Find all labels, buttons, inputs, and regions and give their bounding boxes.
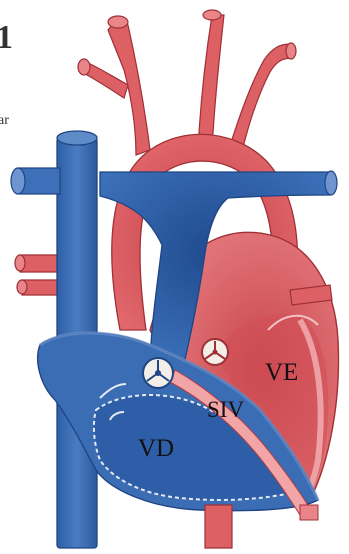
descending-aorta <box>205 505 232 548</box>
aortic-valve <box>202 339 228 365</box>
label-siv: SIV <box>207 397 244 422</box>
label-ve: VE <box>265 359 298 386</box>
pulmonary-veins-left <box>15 255 58 295</box>
pulmonary-valve <box>143 358 173 388</box>
label-vd: VD <box>138 435 174 462</box>
cropped-top-glyph: 1 <box>0 19 13 56</box>
cropped-side-text: ar <box>0 113 9 128</box>
